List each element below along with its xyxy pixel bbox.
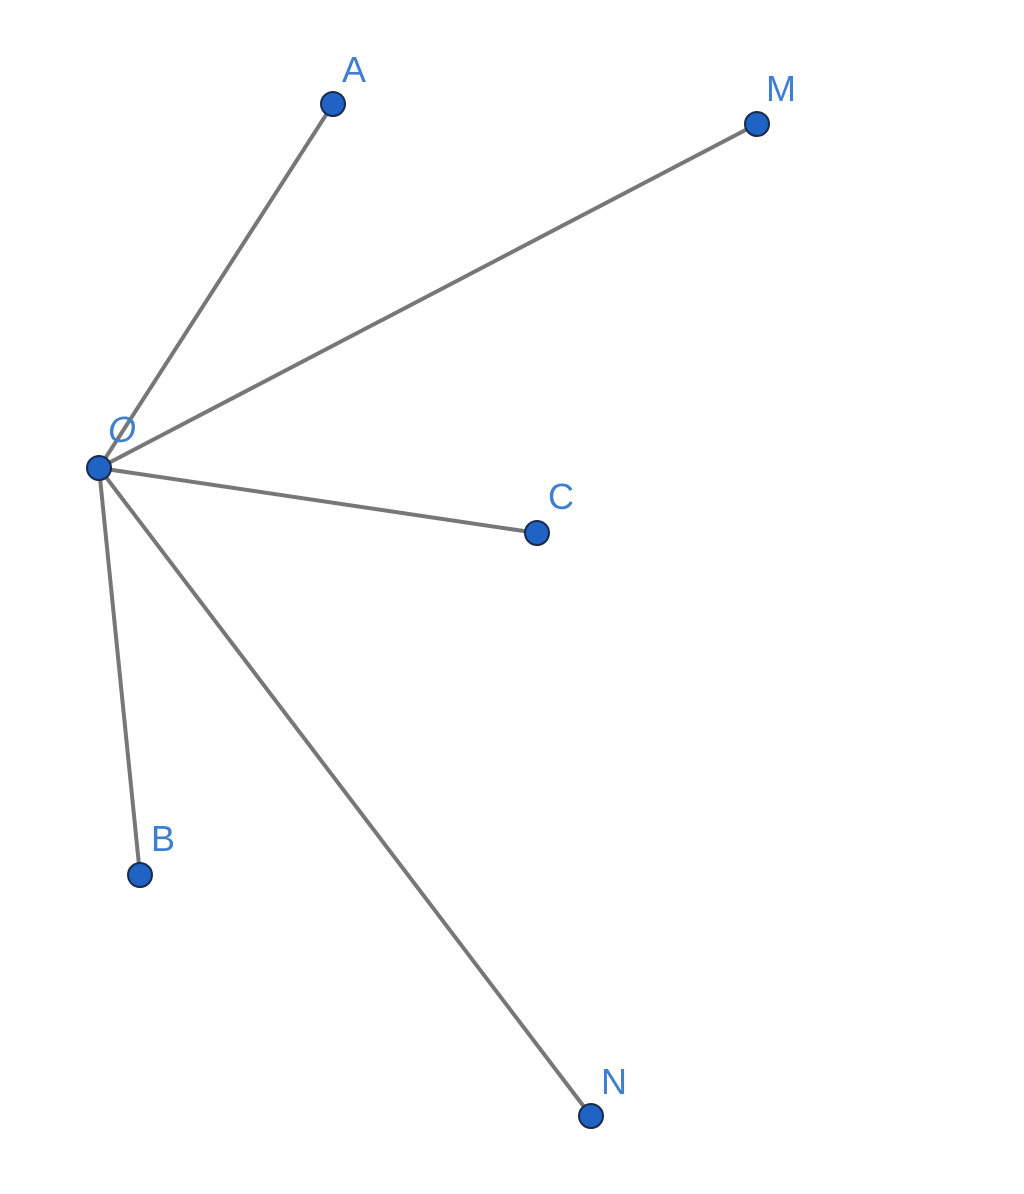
segments — [97, 102, 759, 1118]
point-n[interactable] — [578, 1103, 604, 1129]
segment-om — [97, 122, 759, 470]
label-a: A — [342, 49, 366, 90]
label-c: C — [548, 476, 574, 517]
segment-oc — [97, 466, 539, 535]
label-m: M — [766, 68, 796, 109]
point-b[interactable] — [127, 862, 153, 888]
point-c[interactable] — [524, 520, 550, 546]
segment-ob — [97, 466, 142, 877]
labels: O A M C B N — [108, 49, 796, 1102]
point-o[interactable] — [86, 455, 112, 481]
segment-on — [97, 466, 593, 1118]
label-b: B — [151, 818, 175, 859]
points — [86, 91, 770, 1129]
segment-oa — [97, 102, 335, 470]
label-o: O — [108, 409, 136, 450]
point-m[interactable] — [744, 111, 770, 137]
point-a[interactable] — [320, 91, 346, 117]
label-n: N — [601, 1061, 627, 1102]
